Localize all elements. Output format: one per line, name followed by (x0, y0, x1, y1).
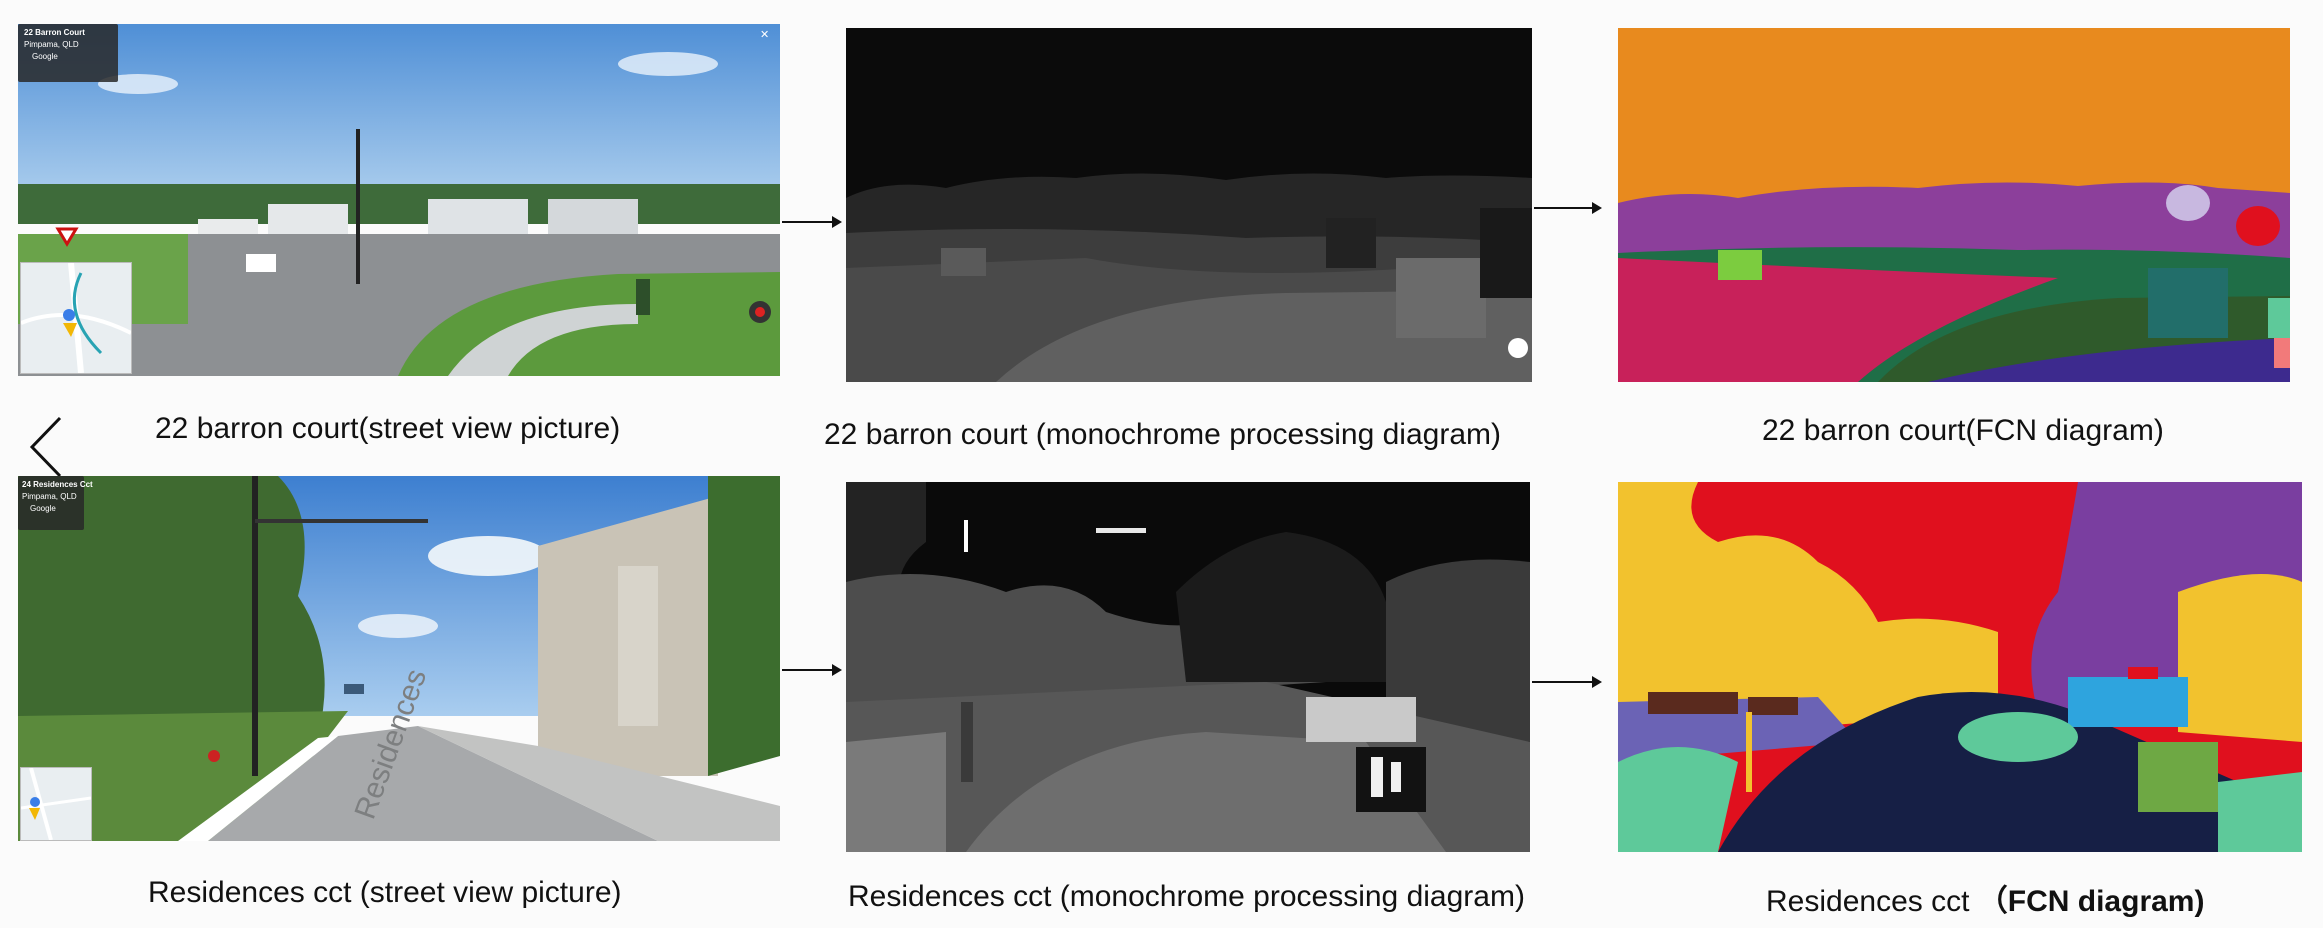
street-view-info-box (18, 476, 84, 530)
mini-map[interactable] (20, 262, 132, 374)
caption-residences-street: Residences cct (street view picture) (148, 876, 622, 909)
street-view-place: Pimpama, QLD (24, 40, 79, 49)
mini-map[interactable] (20, 767, 92, 841)
monochrome-image (846, 28, 1532, 382)
street-view-title: 24 Residences Cct (22, 480, 93, 489)
fcn-diagram-barron (1618, 28, 2290, 382)
monochrome-image (846, 482, 1530, 852)
arrow-right-icon (782, 664, 842, 676)
monochrome-diagram-residences (846, 482, 1530, 852)
fcn-diagram-residences (1618, 482, 2302, 852)
street-view-google-label: Google (32, 52, 58, 61)
caption-residences-fcn: Residences cct （FCN diagram) (1766, 876, 2204, 920)
caption-residences-mono: Residences cct (monochrome processing di… (848, 880, 1525, 913)
street-view-google-label: Google (30, 504, 56, 513)
monochrome-diagram-barron (846, 28, 1532, 382)
caption-barron-fcn: 22 barron court(FCN diagram) (1762, 414, 2164, 447)
arrow-right-icon (782, 216, 842, 228)
fcn-segmentation-image (1618, 28, 2290, 382)
caption-residences-fcn-prefix: Residences cct (1766, 885, 1970, 918)
back-chevron-icon[interactable] (26, 412, 66, 482)
arrow-right-icon (1532, 676, 1602, 688)
street-view-info-box (18, 24, 118, 82)
street-view-photo (18, 24, 780, 376)
caption-barron-street: 22 barron court(street view picture) (155, 412, 621, 445)
map-icon (21, 768, 91, 840)
caption-residences-fcn-suffix: （FCN diagram) (1977, 885, 2205, 918)
street-view-photo: Residences (18, 476, 780, 841)
street-view-image-residences: Residences 24 Residences Cct Pimpama, QL… (18, 476, 780, 841)
street-view-place: Pimpama, QLD (22, 492, 77, 501)
caption-barron-mono: 22 barron court (monochrome processing d… (824, 418, 1501, 451)
fcn-segmentation-image (1618, 482, 2302, 852)
map-icon (21, 263, 131, 373)
street-view-image-barron: 22 Barron Court Pimpama, QLD Google ✕ (18, 24, 780, 376)
arrow-right-icon (1534, 202, 1602, 214)
street-view-title: 22 Barron Court (24, 28, 85, 37)
close-icon[interactable]: ✕ (760, 29, 770, 41)
